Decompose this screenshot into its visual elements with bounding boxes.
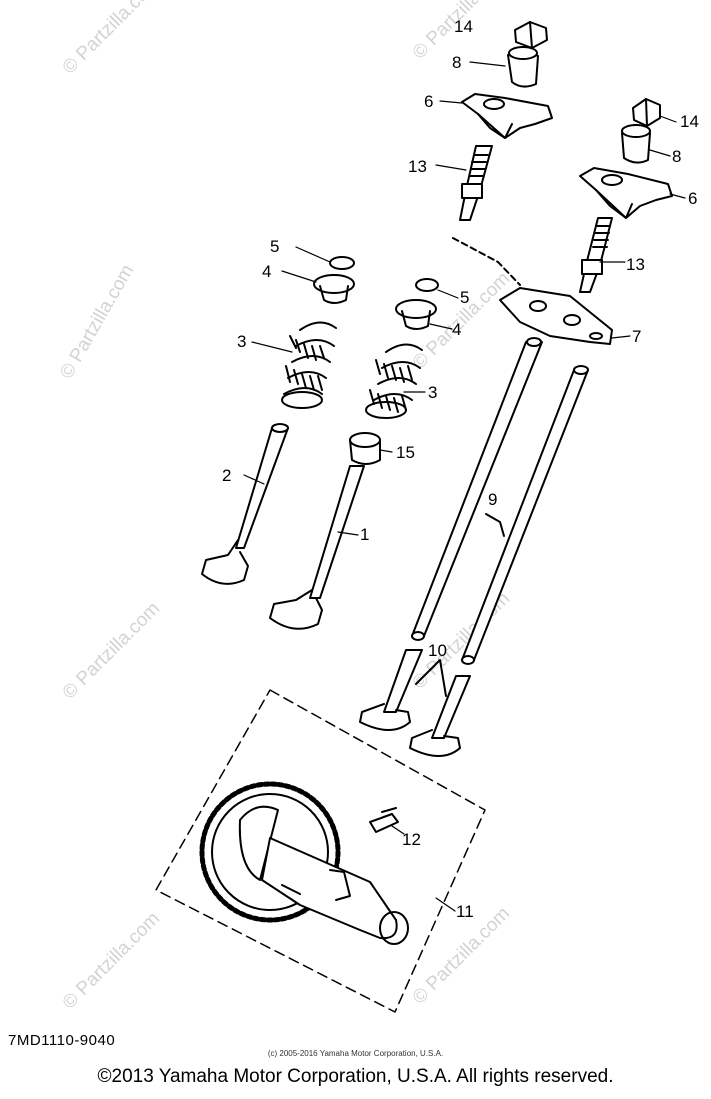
part-5-valve-cotter — [329, 256, 439, 292]
part-14-nut-upper — [514, 21, 661, 127]
diagram-code: 7MD1110-9040 — [8, 1032, 116, 1049]
watermark: © Partzilla.com — [59, 0, 164, 79]
part-1-intake-valve — [269, 465, 365, 630]
callout-5: 5 — [270, 237, 279, 256]
callout-9: 9 — [488, 490, 497, 509]
callout-12: 12 — [402, 830, 421, 849]
watermark: © Partzilla.com — [56, 261, 138, 382]
callout-2: 2 — [222, 466, 231, 485]
watermark: © Partzilla.com — [59, 908, 164, 1013]
callout-labels: 14 8 6 13 14 8 6 13 7 5 4 3 5 4 3 15 2 1… — [222, 17, 699, 921]
part-10-valve-lifter — [359, 649, 471, 757]
part-13-stud — [459, 145, 613, 293]
callout-11: 11 — [456, 902, 474, 921]
callout-3: 3 — [237, 332, 246, 351]
callout-13: 13 — [408, 157, 427, 176]
callout-14: 14 — [454, 17, 473, 36]
callout-8: 8 — [452, 53, 461, 72]
small-copyright: (c) 2005-2016 Yamaha Motor Corporation, … — [267, 1049, 444, 1058]
callout-15: 15 — [396, 443, 415, 462]
callout-6: 6 — [688, 189, 697, 208]
callout-14: 14 — [680, 112, 699, 131]
part-4-spring-retainer — [313, 274, 437, 330]
part-3-valve-spring — [281, 321, 423, 419]
callout-4: 4 — [262, 262, 271, 281]
part-6-rocker-arm — [461, 93, 673, 219]
leader-lines — [243, 61, 686, 912]
callout-3: 3 — [428, 383, 437, 402]
part-15-valve-seal — [349, 432, 381, 465]
callout-1: 1 — [360, 525, 369, 544]
part-2-exhaust-valve — [201, 423, 289, 585]
part-12-pin — [369, 807, 399, 833]
part-9-push-rod — [411, 337, 589, 665]
callout-8: 8 — [672, 147, 681, 166]
callout-5: 5 — [460, 288, 469, 307]
part-7-guide-plate — [452, 237, 613, 345]
callout-7: 7 — [632, 327, 641, 346]
part-8-pivot — [507, 46, 651, 164]
callout-4: 4 — [452, 320, 461, 339]
callout-10: 10 — [428, 641, 447, 660]
part-11-camshaft-assembly — [155, 689, 486, 1013]
exploded-parts-diagram: © Partzilla.com © Partzilla.com © Partzi… — [56, 0, 699, 1014]
callout-13: 13 — [626, 255, 645, 274]
copyright-notice: ©2013 Yamaha Motor Corporation, U.S.A. A… — [97, 1066, 614, 1087]
callout-6: 6 — [424, 92, 433, 111]
watermark: © Partzilla.com — [59, 598, 164, 703]
